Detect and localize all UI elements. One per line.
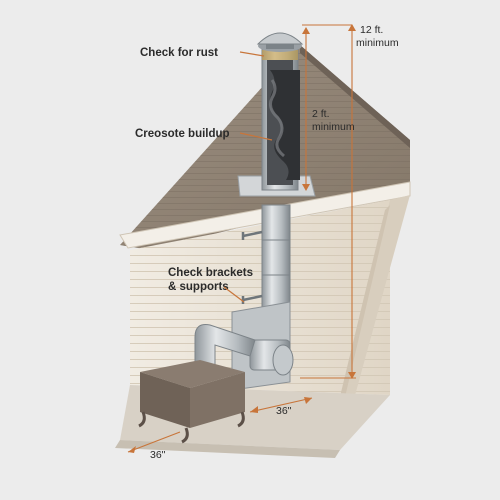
- twelve-ft-label-line1: 12 ft.: [360, 24, 383, 36]
- check-rust-leader: [239, 51, 265, 57]
- exterior-side-wall: [330, 195, 410, 450]
- two-ft-label-line2: minimum: [312, 121, 355, 133]
- pipe-brackets: [241, 230, 263, 304]
- pipe-tee: [249, 339, 294, 376]
- front-clearance-label: 36": [150, 449, 166, 461]
- brackets-leader: [223, 286, 245, 303]
- creosote-leader: [239, 132, 273, 141]
- chimney-cap: [256, 32, 304, 52]
- two-ft-label-line1: 2 ft.: [312, 108, 330, 120]
- creosote-label: Creosote buildup: [135, 128, 230, 140]
- wood-stove: [138, 360, 245, 444]
- side-clearance-label: 36": [276, 405, 292, 417]
- twelve-ft-label-line2: minimum: [356, 37, 399, 49]
- brackets-label-line2: & supports: [168, 281, 229, 293]
- side-clearance-dimension: [249, 397, 313, 413]
- front-clearance-dimension: [127, 431, 181, 453]
- check-rust-label: Check for rust: [140, 47, 218, 59]
- chimney-pipe-upper: [261, 47, 300, 191]
- brackets-label-line1: Check brackets: [168, 267, 253, 279]
- two-ft-dimension: [302, 27, 310, 191]
- twelve-ft-dimension: [300, 24, 356, 379]
